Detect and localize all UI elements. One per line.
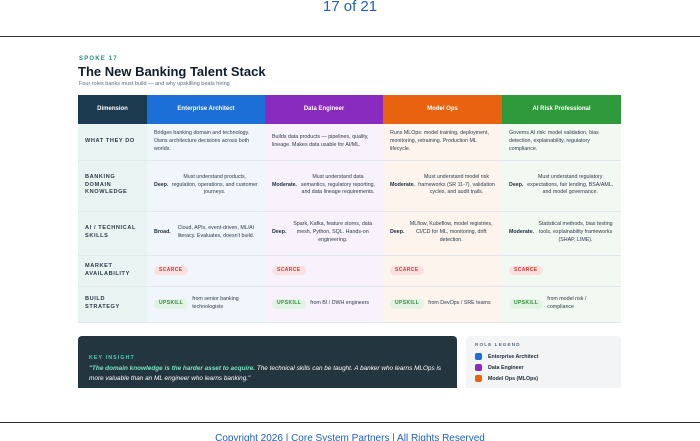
cell-text: Cloud, APIs, event-driven, ML/AI literac… xyxy=(177,225,255,239)
header-model-ops: Model Ops xyxy=(383,95,502,124)
insight-highlight: "The domain knowledge is the harder asse… xyxy=(89,365,256,372)
cell-de-skills: Deep. Spark, Kafka, feature stores, data … xyxy=(265,211,383,256)
cell-de-what: Builds data products — pipelines, qualit… xyxy=(265,124,383,161)
slide-title: The New Banking Talent Stack xyxy=(78,64,266,79)
spoke-label: SPOKE 17 xyxy=(79,56,118,62)
legend-swatch xyxy=(475,364,482,371)
upskill-badge: UPSKILL xyxy=(390,299,425,309)
row-label-market-availability: MARKET AVAILABILITY xyxy=(78,255,147,287)
insight-body: The technical skills can be taught. A ba… xyxy=(89,365,442,382)
row-label-technical-skills: AI / TECHNICAL SKILLS xyxy=(78,211,147,256)
cell-ea-market: SCARCE xyxy=(147,255,265,287)
talent-stack-table: Dimension Enterprise Architect Data Engi… xyxy=(78,95,621,323)
legend-label: Model Ops (MLOps) xyxy=(488,375,539,382)
cell-ai-skills: Moderate.Statistical methods, bias testi… xyxy=(502,211,621,256)
cell-text: from senior banking technologists xyxy=(192,296,239,310)
cell-ea-domain: Deep.Must understand products, regulatio… xyxy=(147,160,265,212)
cell-mo-market: SCARCE xyxy=(383,255,502,287)
role-legend: ROLE LEGEND Enterprise Architect Data En… xyxy=(466,336,621,388)
legend-item: Enterprise Architect xyxy=(475,353,612,360)
scarce-badge: SCARCE xyxy=(272,265,306,276)
key-insight-label: KEY INSIGHT xyxy=(89,355,135,361)
bottom-divider xyxy=(0,422,700,423)
cell-mo-what: Runs MLOps: model training, deployment, … xyxy=(383,124,502,161)
cell-text: Spark, Kafka, feature stores, data mesh,… xyxy=(293,221,373,243)
row-label-build-strategy: BUILD STRATEGY xyxy=(78,286,147,323)
header-data-engineer: Data Engineer xyxy=(265,95,383,124)
legend-swatch xyxy=(475,353,482,360)
table-row: BANKING DOMAIN KNOWLEDGE Deep.Must under… xyxy=(78,160,621,212)
header-enterprise-architect: Enterprise Architect xyxy=(147,95,265,124)
table-row: AI / TECHNICAL SKILLS Broad. Cloud, APIs,… xyxy=(78,211,621,256)
legend-item: Data Engineer xyxy=(475,364,612,371)
legend-label: Enterprise Architect xyxy=(488,353,539,360)
cell-text: Statistical methods, bias testing tools,… xyxy=(538,221,613,243)
table-row: WHAT THEY DO Bridges banking domain and … xyxy=(78,124,621,161)
cell-ea-what: Bridges banking domain and technology. O… xyxy=(147,124,265,161)
cell-de-domain: Moderate.Must understand data semantics,… xyxy=(265,160,383,212)
cell-text: Must understand regulatory expectations,… xyxy=(527,173,614,196)
scarce-badge: SCARCE xyxy=(509,265,543,276)
cell-ai-market: SCARCE xyxy=(502,255,621,287)
scarce-badge: SCARCE xyxy=(390,265,424,276)
cell-text: from BI / DWH engineers xyxy=(310,300,370,307)
legend-label: Data Engineer xyxy=(488,364,524,371)
cell-lead: Moderate. xyxy=(390,181,416,188)
upskill-badge: UPSKILL xyxy=(509,299,544,309)
row-label-what-they-do: WHAT THEY DO xyxy=(78,124,147,161)
legend-title: ROLE LEGEND xyxy=(475,343,521,348)
table-header-row: Dimension Enterprise Architect Data Engi… xyxy=(78,95,621,124)
cell-de-market: SCARCE xyxy=(265,255,383,287)
legend-swatch xyxy=(475,375,482,382)
cell-lead: Moderate. xyxy=(272,181,298,188)
header-dimension: Dimension xyxy=(78,95,147,124)
cell-lead: Deep. xyxy=(509,181,524,188)
legend-item: Model Ops (MLOps) xyxy=(475,375,612,382)
cell-lead: Moderate. xyxy=(509,229,535,236)
cell-lead: Broad. xyxy=(154,229,171,236)
cell-ai-what: Governs AI risk: model validation, bias … xyxy=(502,124,621,161)
table-row: MARKET AVAILABILITY SCARCE SCARCE SCARCE… xyxy=(78,255,621,287)
slide: SPOKE 17 The New Banking Talent Stack Fo… xyxy=(0,37,700,422)
page-counter: 17 of 21 xyxy=(322,0,378,15)
cell-mo-skills: Deep. MLflow, Kubeflow, model registries,… xyxy=(383,211,502,256)
top-divider xyxy=(0,36,700,37)
cell-text: Must understand products, regulation, op… xyxy=(171,173,258,196)
scarce-badge: SCARCE xyxy=(154,265,188,276)
cell-ai-domain: Deep.Must understand regulatory expectat… xyxy=(502,160,621,212)
cell-lead: Deep. xyxy=(154,181,169,188)
slide-subtitle: Four roles banks must build — and why up… xyxy=(79,81,230,87)
cell-text: from DevOps / SRE teams xyxy=(428,300,491,307)
cell-lead: Deep. xyxy=(272,229,287,236)
cell-lead: Deep. xyxy=(390,229,405,236)
cell-text: Must understand data semantics, regulato… xyxy=(300,173,376,196)
page-footer: Copyright 2026 | Core System Partners | … xyxy=(215,433,485,441)
cell-ea-skills: Broad. Cloud, APIs, event-driven, ML/AI l… xyxy=(147,211,265,256)
cell-text: Must understand model risk frameworks (S… xyxy=(418,173,495,196)
key-insight-box: KEY INSIGHT "The domain knowledge is the… xyxy=(78,336,457,388)
cell-mo-domain: Moderate.Must understand model risk fram… xyxy=(383,160,502,212)
header-ai-risk-professional: AI Risk Professional xyxy=(502,95,621,124)
upskill-badge: UPSKILL xyxy=(154,299,189,309)
upskill-badge: UPSKILL xyxy=(272,299,307,309)
key-insight-text: "The domain knowledge is the harder asse… xyxy=(89,364,446,384)
row-label-banking-domain: BANKING DOMAIN KNOWLEDGE xyxy=(78,160,147,212)
cell-text: MLflow, Kubeflow, model registries, CI/C… xyxy=(409,221,493,243)
cell-text: from model risk / compliance xyxy=(547,296,587,310)
